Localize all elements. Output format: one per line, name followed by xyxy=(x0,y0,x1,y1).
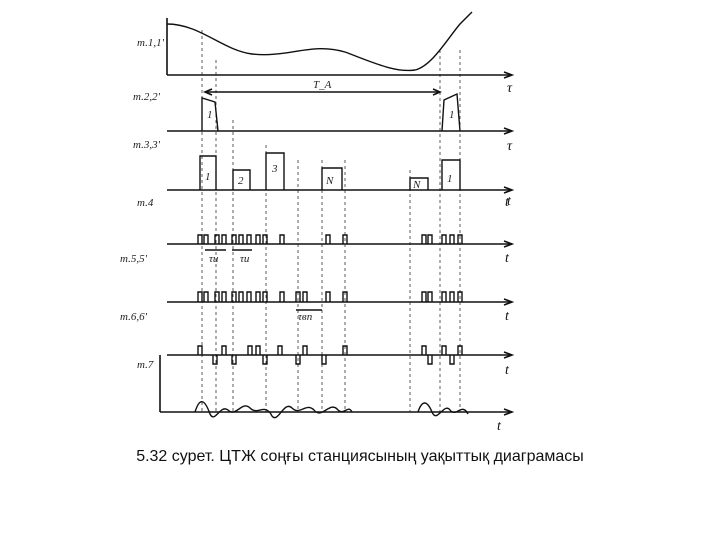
row-label: т.6,6' xyxy=(120,311,148,323)
axis-symbol: t xyxy=(505,363,510,378)
pulse-number: 1 xyxy=(207,109,213,121)
tau-label: τи xyxy=(240,253,250,265)
row-6-code: т.6,6' t τвп xyxy=(120,291,515,324)
axis-symbol: τ xyxy=(507,139,513,154)
row-label: т.1,1' xyxy=(137,37,165,49)
axis-symbol: t xyxy=(505,251,510,266)
row-3-multiplex: т.3,3' t 1 2 3 N N 1 xyxy=(133,139,515,209)
pulse-number: N xyxy=(412,179,421,191)
axis-symbol: t xyxy=(507,194,512,209)
row-8-line-signal: t xyxy=(159,355,515,434)
pulse-number: N xyxy=(325,175,334,187)
ref-label: τвп xyxy=(298,311,313,323)
axis-symbol: τ xyxy=(507,81,513,96)
row-1-signal: т.1,1' τ xyxy=(137,11,515,96)
tau-label: τи xyxy=(209,253,219,265)
axis-symbol: t xyxy=(497,419,502,434)
row-7-bipolar: т.7 t xyxy=(137,345,515,378)
row-2-sampling: т.2,2' τ T_A 1 1 xyxy=(133,79,515,154)
pulse-number: 1 xyxy=(205,171,211,183)
row-label: т.5,5' xyxy=(120,253,148,265)
period-label: T_A xyxy=(313,79,332,91)
pulse-number: 1 xyxy=(449,109,455,121)
axis-symbol: t xyxy=(505,309,510,324)
row-4: т.4 t xyxy=(137,195,510,210)
row-label: т.2,2' xyxy=(133,91,161,103)
axis-symbol: t xyxy=(505,195,510,210)
row-5-code: т.5,5' t τи τи xyxy=(120,234,515,266)
pulse-number: 3 xyxy=(271,163,278,175)
row-label: т.4 xyxy=(137,197,154,209)
pulse-number: 2 xyxy=(238,175,244,187)
row-label: т.7 xyxy=(137,359,154,371)
pulse-number: 1 xyxy=(447,173,453,185)
figure-caption: 5.32 сурет. ЦТЖ соңғы станциясының уақыт… xyxy=(136,448,584,465)
row-label: т.3,3' xyxy=(133,139,161,151)
timing-diagram: т.1,1' τ т.2,2' τ T_A 1 1 т.3,3' t 1 2 3 xyxy=(120,11,515,434)
